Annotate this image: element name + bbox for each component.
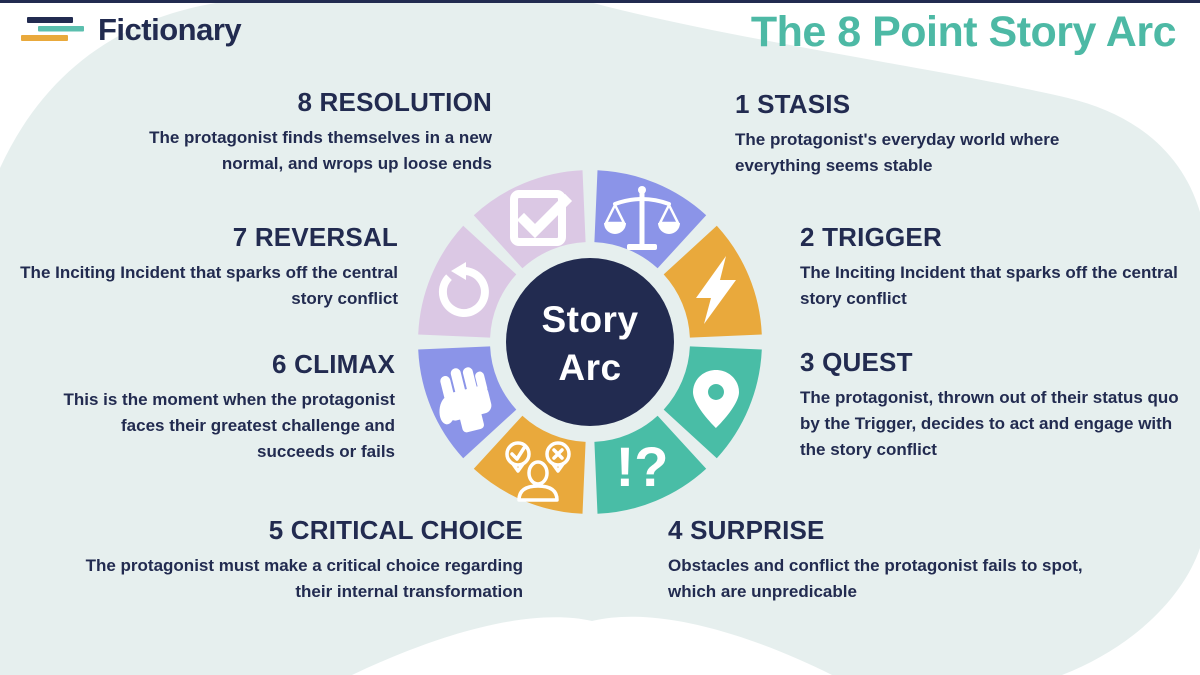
wheel-center-circle	[506, 258, 674, 426]
segment-critical-choice	[473, 415, 586, 514]
point-critical-choice-body: The protagonist must make a critical cho…	[85, 555, 523, 601]
fist-icon	[439, 367, 492, 433]
interrobang-icon: !?	[616, 435, 669, 498]
logo-bar-navy	[27, 17, 73, 23]
story-arc-wheel: !? Story	[418, 170, 762, 514]
point-climax-heading: 6 CLIMAX	[272, 349, 395, 379]
lightning-icon	[696, 256, 736, 324]
point-quest: 3 QUEST The protagonist, thrown out of t…	[800, 347, 1195, 462]
point-stasis-heading: 1 STASIS	[735, 89, 851, 119]
point-reversal-heading: 7 REVERSAL	[232, 222, 398, 252]
point-surprise: 4 SURPRISE Obstacles and conflict the pr…	[668, 515, 1088, 605]
segment-reversal	[418, 225, 517, 338]
point-stasis: 1 STASIS The protagonist's everyday worl…	[735, 89, 1115, 179]
fictionary-logo: Fictionary	[20, 12, 242, 48]
page-title: The 8 Point Story Arc	[750, 8, 1177, 56]
point-trigger-body: The Inciting Incident that sparks off th…	[800, 262, 1178, 308]
fictionary-logo-icon	[21, 17, 84, 41]
point-resolution-body: The protagonist finds themselves in a ne…	[149, 127, 492, 173]
point-critical-choice: 5 CRITICAL CHOICE The protagonist must m…	[68, 515, 523, 605]
point-quest-heading: 3 QUEST	[800, 347, 913, 377]
point-trigger: 2 TRIGGER The Inciting Incident that spa…	[800, 222, 1190, 312]
map-pin-icon	[693, 370, 739, 428]
point-trigger-heading: 2 TRIGGER	[800, 222, 942, 252]
logo-bar-teal	[38, 26, 84, 32]
point-climax-body: This is the moment when the protagonist …	[63, 389, 395, 461]
wheel-center-label-line1: Story	[541, 299, 638, 340]
top-border-line	[0, 0, 1200, 3]
segment-surprise	[594, 415, 707, 514]
point-resolution: 8 RESOLUTION The protagonist finds thems…	[122, 87, 492, 177]
checkbox-icon	[510, 190, 573, 246]
logo-wordmark: Fictionary	[98, 12, 242, 47]
point-surprise-heading: 4 SURPRISE	[668, 515, 825, 545]
point-reversal: 7 REVERSAL The Inciting Incident that sp…	[13, 222, 398, 312]
point-critical-choice-heading: 5 CRITICAL CHOICE	[268, 515, 523, 545]
point-resolution-heading: 8 RESOLUTION	[297, 87, 492, 117]
point-climax: 6 CLIMAX This is the moment when the pro…	[50, 349, 395, 464]
undo-arrow-icon	[438, 262, 489, 317]
person-choice-icon	[505, 441, 571, 502]
point-surprise-body: Obstacles and conflict the protagonist f…	[668, 555, 1083, 601]
scales-icon	[603, 186, 681, 250]
point-stasis-body: The protagonist's everyday world where e…	[735, 129, 1060, 175]
point-quest-body: The protagonist, thrown out of their sta…	[800, 387, 1179, 459]
point-reversal-body: The Inciting Incident that sparks off th…	[20, 262, 398, 308]
segment-stasis	[594, 170, 707, 269]
wheel-center-label-line2: Arc	[558, 347, 621, 388]
logo-bar-yellow	[21, 35, 68, 41]
